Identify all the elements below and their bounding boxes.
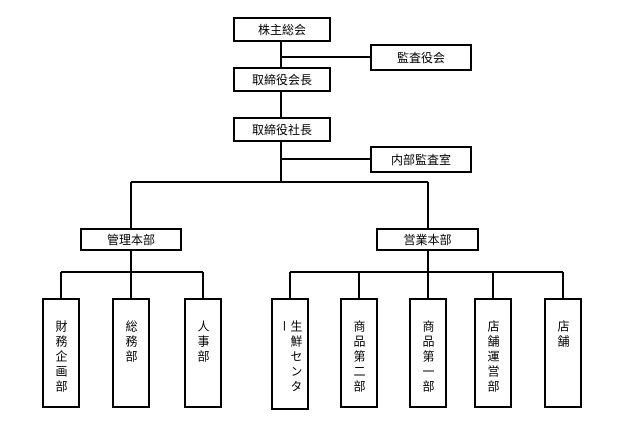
node-merchandise-2-label: 商品第二部 (352, 320, 366, 395)
node-merchandise-1: 商品第一部 (409, 298, 447, 408)
node-fresh-center-label: 生鮮センター (277, 320, 303, 395)
node-audit-board: 監査役会 (370, 44, 472, 71)
node-chairman: 取締役会長 (233, 67, 331, 92)
node-general-affairs-label: 総務部 (124, 320, 138, 365)
node-hr-label: 人事部 (196, 320, 210, 365)
node-shareholders-meeting: 株主総会 (233, 17, 331, 42)
node-merchandise-2: 商品第二部 (340, 298, 378, 408)
node-store-operations: 店舗運営部 (474, 298, 512, 408)
node-internal-audit: 内部監査室 (370, 146, 472, 173)
node-general-affairs: 総務部 (112, 298, 150, 408)
node-admin-hq: 管理本部 (80, 228, 182, 251)
node-sales-hq: 営業本部 (376, 228, 479, 251)
node-stores: 店舗 (544, 298, 582, 408)
node-president: 取締役社長 (233, 117, 331, 142)
node-fresh-center: 生鮮センター (271, 298, 309, 410)
node-merchandise-1-label: 商品第一部 (421, 320, 435, 395)
node-finance-planning-label: 財務企画部 (54, 320, 68, 395)
node-store-operations-label: 店舗運営部 (486, 320, 500, 395)
node-finance-planning: 財務企画部 (42, 298, 80, 408)
node-stores-label: 店舗 (556, 320, 570, 350)
node-hr: 人事部 (184, 298, 222, 408)
